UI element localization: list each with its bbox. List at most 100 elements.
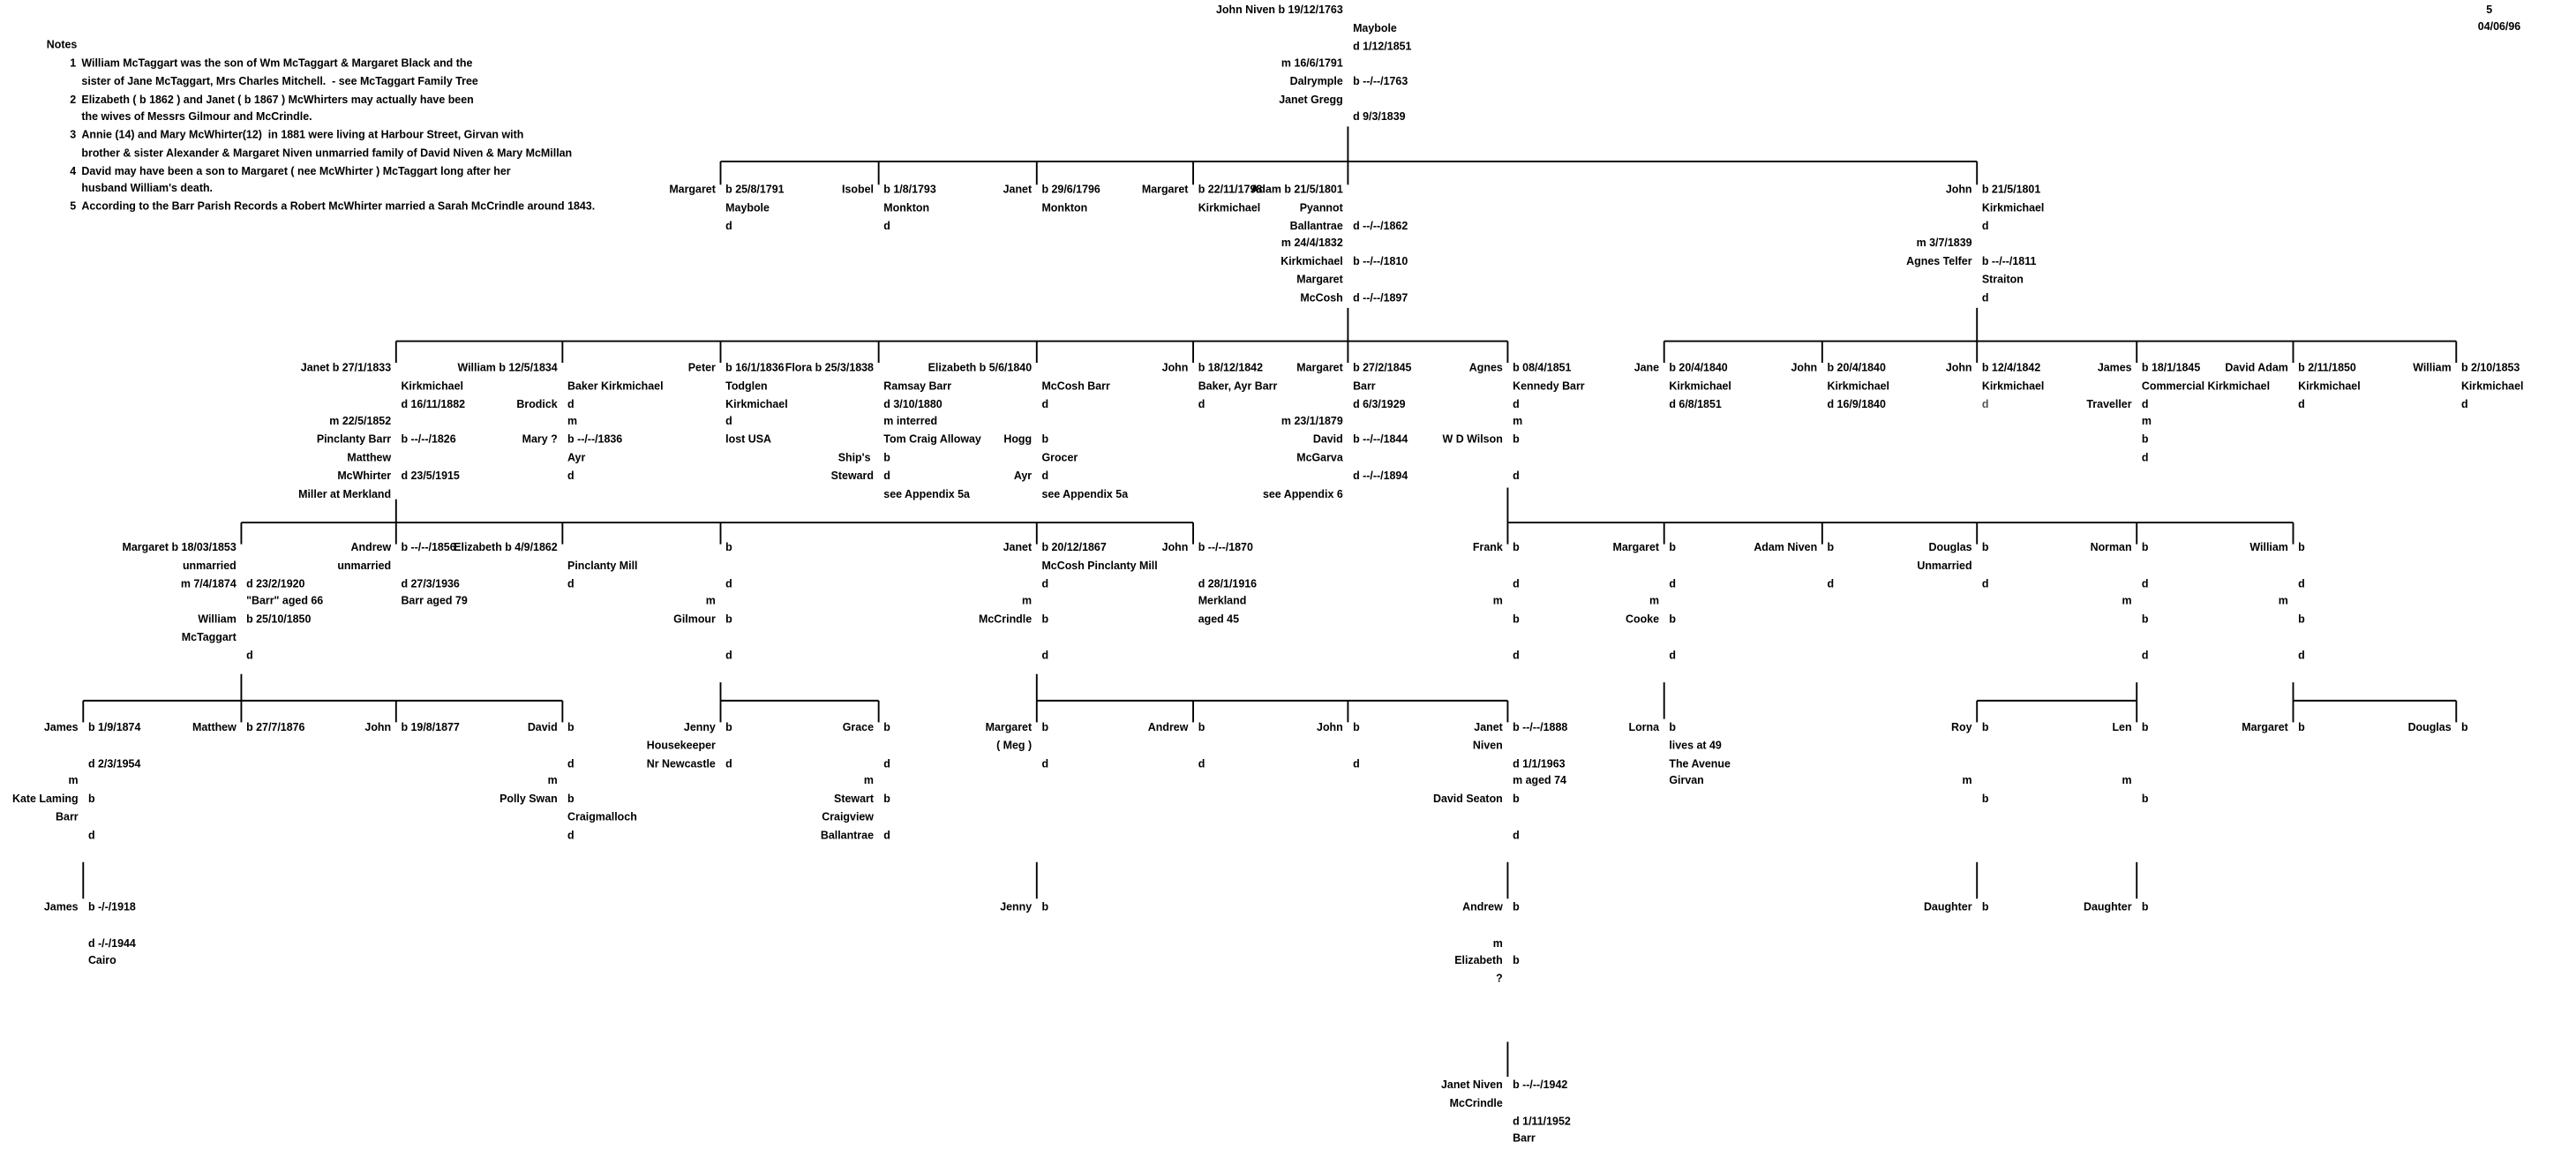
person-line: ( Meg ) bbox=[996, 740, 1033, 752]
person-line: Kirkmichael bbox=[401, 380, 463, 393]
person-line: d bbox=[1513, 578, 1520, 590]
person-line: The Avenue bbox=[1669, 758, 1731, 770]
page-number: 5 bbox=[2486, 4, 2493, 17]
person-line-right: b bbox=[725, 722, 732, 734]
person-line: unmarried bbox=[337, 560, 392, 573]
person-line-right: b bbox=[567, 722, 575, 734]
person-line: d bbox=[1041, 758, 1049, 770]
person-line-right: b bbox=[2141, 542, 2149, 554]
person-line: d bbox=[567, 758, 575, 770]
person-line: d bbox=[2460, 398, 2468, 411]
person-line-right: b 22/11/1798 bbox=[1198, 184, 1263, 197]
person-line-right: b bbox=[1041, 614, 1049, 627]
person-line: Tom Craig Alloway bbox=[883, 434, 981, 447]
person-line-right: b bbox=[883, 452, 890, 465]
person-line: d --/--/1894 bbox=[1353, 470, 1408, 483]
person-line-right: b bbox=[1981, 542, 1989, 554]
note-text: David may have been a son to Margaret ( … bbox=[81, 165, 511, 196]
person-line: Kennedy Barr bbox=[1513, 380, 1585, 393]
person-line: m 3/7/1839 bbox=[1916, 238, 1972, 251]
person-line-left: Margaret bbox=[669, 184, 716, 197]
person-line: Unmarried bbox=[1917, 560, 1972, 573]
person-line: m 23/1/1879 bbox=[1280, 417, 1343, 429]
person-line-left: Janet bbox=[1474, 722, 1503, 734]
person-line: Monkton bbox=[1041, 202, 1088, 214]
person-line-left: Traveller bbox=[2086, 398, 2132, 411]
person-line-right: b bbox=[2298, 722, 2305, 734]
person-line: b bbox=[1981, 793, 1989, 807]
person-line-left: Elizabeth bbox=[1454, 956, 1503, 968]
person-line: see Appendix 5a bbox=[1041, 488, 1129, 500]
note-number: 2 bbox=[70, 94, 77, 106]
person-line-right: b bbox=[1353, 722, 1360, 734]
person-line: Kirkmichael bbox=[1827, 380, 1890, 393]
person-line-left: Janet bbox=[1003, 542, 1033, 554]
note-number: 5 bbox=[70, 201, 77, 214]
person-line-left: James bbox=[43, 722, 79, 734]
person-line: d bbox=[1669, 578, 1676, 590]
person-line: d bbox=[1198, 398, 1205, 411]
person-line-left: Brodick bbox=[516, 398, 558, 411]
notes-heading: Notes bbox=[46, 40, 78, 52]
person-line: Kirkmichael bbox=[2298, 380, 2361, 393]
person-line: d bbox=[725, 650, 732, 663]
person-line-left: Janet Niven bbox=[1440, 1079, 1503, 1093]
person-line-left: Polly Swan bbox=[499, 793, 558, 807]
person-line: d bbox=[725, 221, 732, 233]
person-line-left: Margaret bbox=[1296, 363, 1343, 375]
person-line: m bbox=[2278, 596, 2288, 609]
person-line: d bbox=[1513, 398, 1520, 411]
person-line-left: Nr Newcastle bbox=[646, 758, 716, 770]
person-line-left: Margaret bbox=[985, 722, 1033, 734]
person-line: m bbox=[863, 776, 874, 788]
person-line: d bbox=[2298, 578, 2305, 590]
person-line-right: d bbox=[567, 398, 575, 411]
person-line-right: b bbox=[2141, 902, 2149, 914]
person-line-left: Roy bbox=[1951, 722, 1972, 734]
person-line: d bbox=[1513, 830, 1520, 842]
person-line-left: Adam Niven bbox=[1754, 542, 1818, 554]
person-line-left: McCosh bbox=[1300, 292, 1343, 304]
person-line: m bbox=[567, 417, 578, 429]
person-line-right: b bbox=[1513, 956, 1520, 968]
note-number: 1 bbox=[70, 57, 77, 71]
person-line: Cairo bbox=[87, 956, 116, 968]
person-line-left: Daughter bbox=[2083, 902, 2132, 914]
person-line-left: Margaret bbox=[1141, 184, 1189, 197]
person-line: m bbox=[1962, 776, 1972, 788]
person-line: Maybole bbox=[1353, 23, 1397, 35]
person-line-left: Pinclanty Barr bbox=[316, 434, 392, 447]
person-line-right: d --/--/1862 bbox=[1353, 221, 1408, 233]
person-line: William b 12/5/1834 bbox=[457, 363, 558, 375]
person-line: d 6/3/1929 bbox=[1353, 398, 1406, 411]
person-line: see Appendix 6 bbox=[1262, 488, 1343, 500]
person-line-left: John bbox=[1161, 542, 1189, 554]
note-text: Annie (14) and Mary McWhirter(12) in 188… bbox=[81, 130, 573, 160]
person-line-left: Ship's bbox=[837, 452, 874, 465]
person-line: d bbox=[567, 578, 575, 590]
person-line-right: b -/-/1918 bbox=[87, 902, 136, 914]
person-line: d 27/3/1936 bbox=[401, 578, 460, 590]
person-line: m 24/4/1832 bbox=[1280, 238, 1343, 251]
person-line: Kirkmichael bbox=[1981, 202, 2045, 214]
person-line-left: John bbox=[1791, 363, 1818, 375]
person-line: Pyannot bbox=[1299, 202, 1343, 214]
person-line: Elizabeth b 5/6/1840 bbox=[928, 363, 1033, 375]
person-line: d bbox=[2141, 578, 2149, 590]
person-line-right: b --/--/1870 bbox=[1198, 542, 1253, 554]
person-line: Girvan bbox=[1669, 776, 1704, 788]
person-line-left: Douglas bbox=[2407, 722, 2452, 734]
person-line-right: b 25/8/1791 bbox=[725, 184, 785, 197]
person-line-left: John bbox=[1161, 363, 1189, 375]
person-line-right: b --/--/1810 bbox=[1353, 256, 1408, 268]
person-line: Todglen bbox=[725, 380, 768, 393]
person-line: Barr bbox=[56, 812, 79, 824]
person-line-left: John bbox=[364, 722, 392, 734]
person-line: d 1/11/1952 bbox=[1513, 1116, 1571, 1128]
note-number: 4 bbox=[70, 165, 77, 177]
person-line-left: Jane bbox=[1633, 363, 1660, 375]
person-line-right: b --/--/1888 bbox=[1513, 722, 1568, 734]
person-line-left: Agnes bbox=[1468, 363, 1503, 375]
person-line: b bbox=[2141, 793, 2149, 807]
